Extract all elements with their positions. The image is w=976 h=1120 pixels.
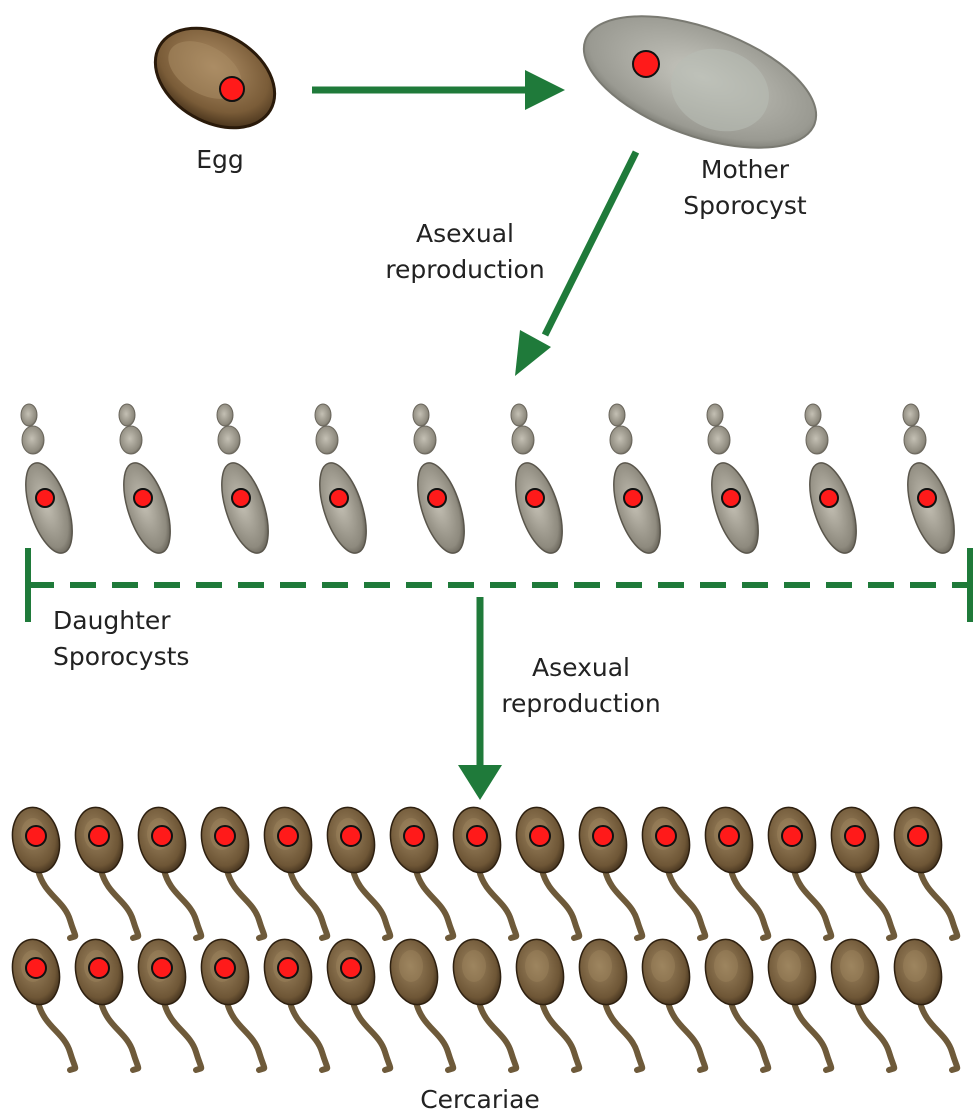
mother-sporocyst-organism xyxy=(567,0,833,174)
cercariae-label: Cercariae xyxy=(400,1082,560,1118)
cercaria xyxy=(889,803,958,938)
marker-dot xyxy=(26,958,46,978)
arrow-egg-to-mother xyxy=(312,70,565,110)
cercaria xyxy=(259,935,328,1070)
marker-dot xyxy=(722,489,740,507)
marker-dot xyxy=(278,958,298,978)
daughter-sporocyst xyxy=(310,404,375,559)
daughter-sporocysts-group xyxy=(16,404,963,559)
daughter-sporocyst xyxy=(16,404,81,559)
mother-sporocyst-label: Mother Sporocyst xyxy=(660,152,830,224)
marker-dot xyxy=(820,489,838,507)
marker-dot xyxy=(624,489,642,507)
cercaria xyxy=(196,935,265,1070)
cercaria xyxy=(700,935,769,1070)
cercaria xyxy=(700,803,769,938)
marker-dot xyxy=(918,489,936,507)
cercaria xyxy=(322,803,391,938)
cercaria xyxy=(763,803,832,938)
marker-dot xyxy=(89,826,109,846)
marker-dot xyxy=(593,826,613,846)
marker-dot xyxy=(719,826,739,846)
daughter-sporocyst xyxy=(702,404,767,559)
marker-dot xyxy=(36,489,54,507)
cercaria xyxy=(637,803,706,938)
marker-dot xyxy=(215,958,235,978)
cercaria xyxy=(574,935,643,1070)
marker-dot xyxy=(341,826,361,846)
daughter-sporocyst xyxy=(506,404,571,559)
marker-dot xyxy=(89,958,109,978)
marker-dot xyxy=(278,826,298,846)
egg-label: Egg xyxy=(170,142,270,178)
cercaria xyxy=(133,803,202,938)
cercaria xyxy=(385,803,454,938)
marker-dot xyxy=(467,826,487,846)
cercaria xyxy=(7,803,76,938)
marker-dot xyxy=(152,826,172,846)
cercaria xyxy=(133,935,202,1070)
marker-dot xyxy=(330,489,348,507)
marker-dot xyxy=(215,826,235,846)
asexual-reproduction-label-1: Asexual reproduction xyxy=(370,216,560,288)
cercaria xyxy=(574,803,643,938)
cercaria xyxy=(448,935,517,1070)
marker-dot xyxy=(782,826,802,846)
cercariae-group xyxy=(7,803,958,1070)
cercaria xyxy=(70,935,139,1070)
cercaria xyxy=(889,935,958,1070)
cercaria xyxy=(385,935,454,1070)
marker-dot xyxy=(152,958,172,978)
marker-dot xyxy=(232,489,250,507)
cercaria xyxy=(7,935,76,1070)
marker-dot xyxy=(845,826,865,846)
daughter-sporocyst xyxy=(408,404,473,559)
marker-dot xyxy=(428,489,446,507)
cercaria xyxy=(196,803,265,938)
daughter-sporocyst xyxy=(800,404,865,559)
egg-organism xyxy=(138,8,293,148)
daughter-sporocyst xyxy=(604,404,669,559)
cercaria xyxy=(763,935,832,1070)
marker-dot xyxy=(633,51,659,77)
cercaria xyxy=(448,803,517,938)
marker-dot xyxy=(656,826,676,846)
daughter-sporocyst xyxy=(212,404,277,559)
daughter-sporocyst xyxy=(114,404,179,559)
cercaria xyxy=(70,803,139,938)
daughter-sporocysts-label: Daughter Sporocysts xyxy=(53,603,253,675)
marker-dot xyxy=(134,489,152,507)
marker-dot xyxy=(530,826,550,846)
cercaria xyxy=(511,935,580,1070)
marker-dot xyxy=(908,826,928,846)
cercaria xyxy=(259,803,328,938)
marker-dot xyxy=(26,826,46,846)
cercaria xyxy=(826,803,895,938)
marker-dot xyxy=(404,826,424,846)
marker-dot xyxy=(220,77,244,101)
cercaria xyxy=(322,935,391,1070)
cercaria xyxy=(637,935,706,1070)
cercaria xyxy=(511,803,580,938)
marker-dot xyxy=(526,489,544,507)
asexual-reproduction-label-2: Asexual reproduction xyxy=(486,650,676,722)
daughter-sporocyst xyxy=(898,404,963,559)
cercaria xyxy=(826,935,895,1070)
marker-dot xyxy=(341,958,361,978)
